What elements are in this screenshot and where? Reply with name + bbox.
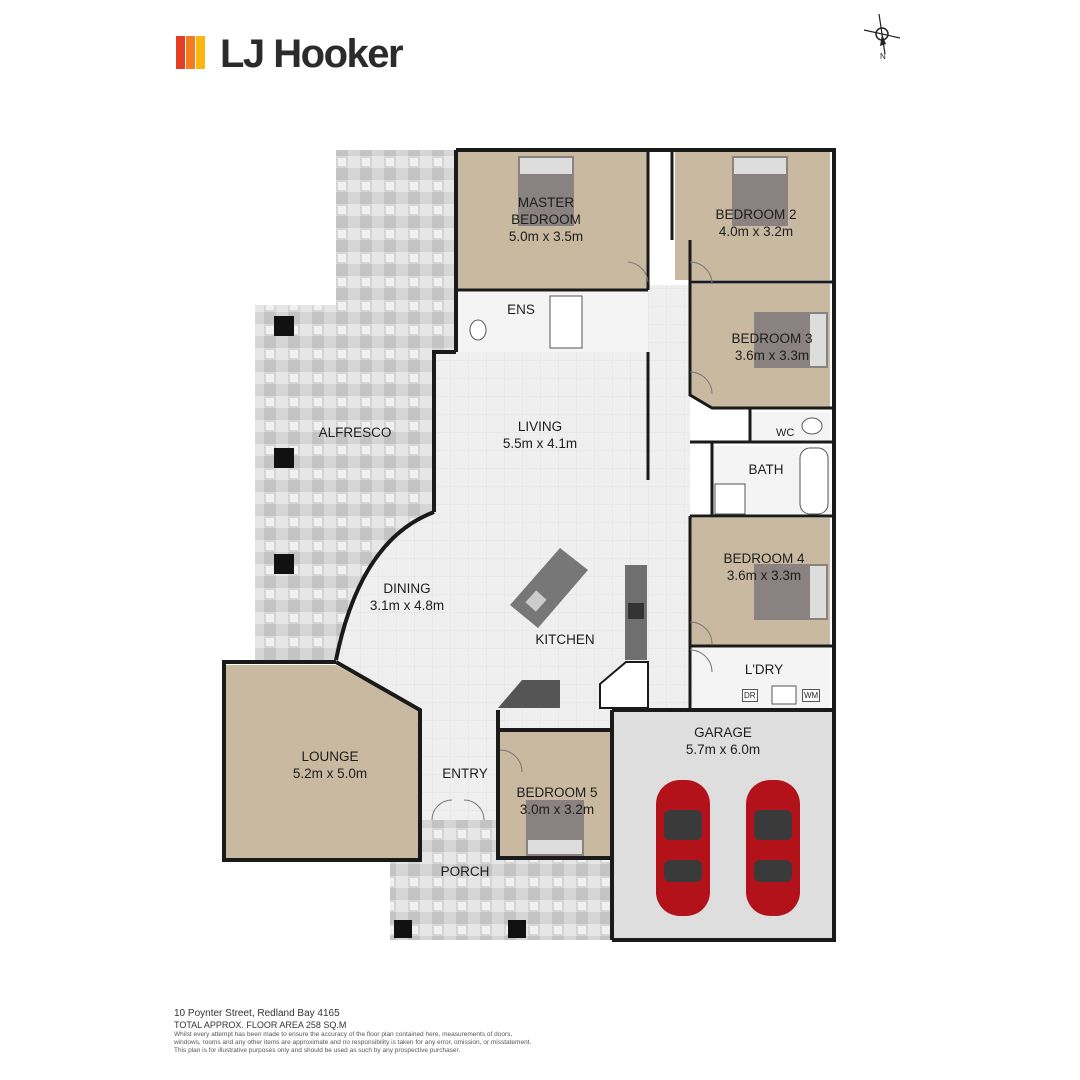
bedroom-4-label: BEDROOM 4 3.6m x 3.3m bbox=[723, 550, 804, 584]
garage-label: GARAGE 5.7m x 6.0m bbox=[686, 724, 760, 758]
bath-shower bbox=[714, 483, 746, 515]
car-1 bbox=[656, 780, 710, 916]
living-label: LIVING 5.5m x 4.1m bbox=[503, 418, 577, 452]
pantry-corner bbox=[599, 661, 649, 709]
bedroom-5-label: BEDROOM 5 3.0m x 3.2m bbox=[516, 784, 597, 818]
porch-post-2 bbox=[508, 920, 526, 938]
floor-area: TOTAL APPROX. FLOOR AREA 258 SQ.M bbox=[174, 1020, 347, 1030]
door-swings bbox=[431, 261, 713, 821]
wc-label: WC bbox=[776, 427, 795, 439]
dining-label: DINING 3.1m x 4.8m bbox=[370, 580, 444, 614]
property-address: 10 Poynter Street, Redland Bay 4165 bbox=[174, 1008, 340, 1019]
disclaimer-line-3: This plan is for illustrative purposes o… bbox=[174, 1047, 461, 1054]
alfresco-post-3 bbox=[274, 554, 294, 574]
bedroom-5-name: BEDROOM 5 bbox=[516, 785, 598, 800]
compass-icon bbox=[863, 13, 901, 55]
plan-footer: 10 Poynter Street, Redland Bay 4165 TOTA… bbox=[174, 1008, 694, 1055]
cooktop bbox=[628, 603, 644, 619]
lounge-label: LOUNGE 5.2m x 5.0m bbox=[293, 748, 367, 782]
living-name: LIVING bbox=[517, 419, 563, 434]
bedroom-2-dims: 4.0m x 3.2m bbox=[718, 224, 794, 239]
alfresco-label: ALFRESCO bbox=[319, 424, 392, 441]
lounge-dims: 5.2m x 5.0m bbox=[292, 766, 368, 781]
ensuite-shower bbox=[549, 295, 583, 349]
brand-name: LJ Hooker bbox=[220, 32, 404, 76]
lounge-name: LOUNGE bbox=[301, 749, 359, 764]
laundry-name: L'DRY bbox=[744, 662, 784, 677]
living-dims: 5.5m x 4.1m bbox=[502, 436, 578, 451]
kitchen-label: KITCHEN bbox=[535, 631, 594, 648]
ensuite-toilet bbox=[469, 319, 487, 341]
bedroom-3-name: BEDROOM 3 bbox=[731, 331, 813, 346]
disclaimer-line-2: windows, rooms and any other items are a… bbox=[174, 1039, 532, 1046]
bath-tub bbox=[799, 447, 829, 515]
ensuite-label: ENS bbox=[507, 301, 535, 318]
bedroom-2-name: BEDROOM 2 bbox=[715, 207, 797, 222]
wc-toilet bbox=[801, 417, 823, 435]
compass-north-label: N bbox=[880, 52, 886, 61]
bath-name: BATH bbox=[748, 462, 784, 477]
bedroom-3-label: BEDROOM 3 3.6m x 3.3m bbox=[731, 330, 812, 364]
bedroom-4-dims: 3.6m x 3.3m bbox=[726, 568, 802, 583]
logo-yellow-bar bbox=[196, 36, 205, 69]
garage-dims: 5.7m x 6.0m bbox=[685, 742, 761, 757]
porch-name: PORCH bbox=[440, 864, 490, 879]
porch-label: PORCH bbox=[441, 863, 490, 880]
bedroom-3-dims: 3.6m x 3.3m bbox=[734, 348, 810, 363]
bedroom-4-name: BEDROOM 4 bbox=[723, 551, 805, 566]
master-bedroom-label: MASTER BEDROOM 5.0m x 3.5m bbox=[509, 194, 583, 245]
laundry-label: L'DRY bbox=[745, 661, 783, 678]
dryer-label: DR bbox=[742, 689, 758, 702]
master-bedroom-name-line-2: BEDROOM bbox=[511, 212, 581, 227]
car-2 bbox=[746, 780, 800, 916]
ensuite-name: ENS bbox=[507, 302, 535, 317]
laundry-tub bbox=[771, 685, 797, 705]
logo-orange-bar bbox=[186, 36, 195, 69]
garage-name: GARAGE bbox=[694, 725, 752, 740]
washing-machine-label: WM bbox=[802, 689, 821, 702]
dining-dims: 3.1m x 4.8m bbox=[369, 598, 445, 613]
bath-label: BATH bbox=[748, 461, 783, 478]
porch-post-1 bbox=[394, 920, 412, 938]
alfresco-paving bbox=[255, 150, 456, 660]
lounge-floor bbox=[226, 665, 418, 858]
dining-name: DINING bbox=[383, 581, 431, 596]
entry-label: ENTRY bbox=[442, 765, 488, 782]
logo-red-bar bbox=[176, 36, 185, 69]
alfresco-post-2 bbox=[274, 448, 294, 468]
walls bbox=[222, 148, 836, 942]
bedroom-5-dims: 3.0m x 3.2m bbox=[519, 802, 595, 817]
kitchen-sink bbox=[525, 590, 547, 612]
entry-name: ENTRY bbox=[442, 766, 488, 781]
alfresco-name: ALFRESCO bbox=[318, 425, 392, 440]
bedroom-2-label: BEDROOM 2 4.0m x 3.2m bbox=[715, 206, 796, 240]
pantry-bench bbox=[498, 680, 560, 708]
alfresco-post-1 bbox=[274, 316, 294, 336]
master-bedroom-name-line-1: MASTER bbox=[517, 195, 575, 210]
kitchen-island bbox=[510, 548, 588, 628]
master-bedroom-dims: 5.0m x 3.5m bbox=[508, 229, 584, 244]
kitchen-name: KITCHEN bbox=[535, 632, 595, 647]
disclaimer-line-1: Whilst every attempt has been made to en… bbox=[174, 1031, 513, 1038]
